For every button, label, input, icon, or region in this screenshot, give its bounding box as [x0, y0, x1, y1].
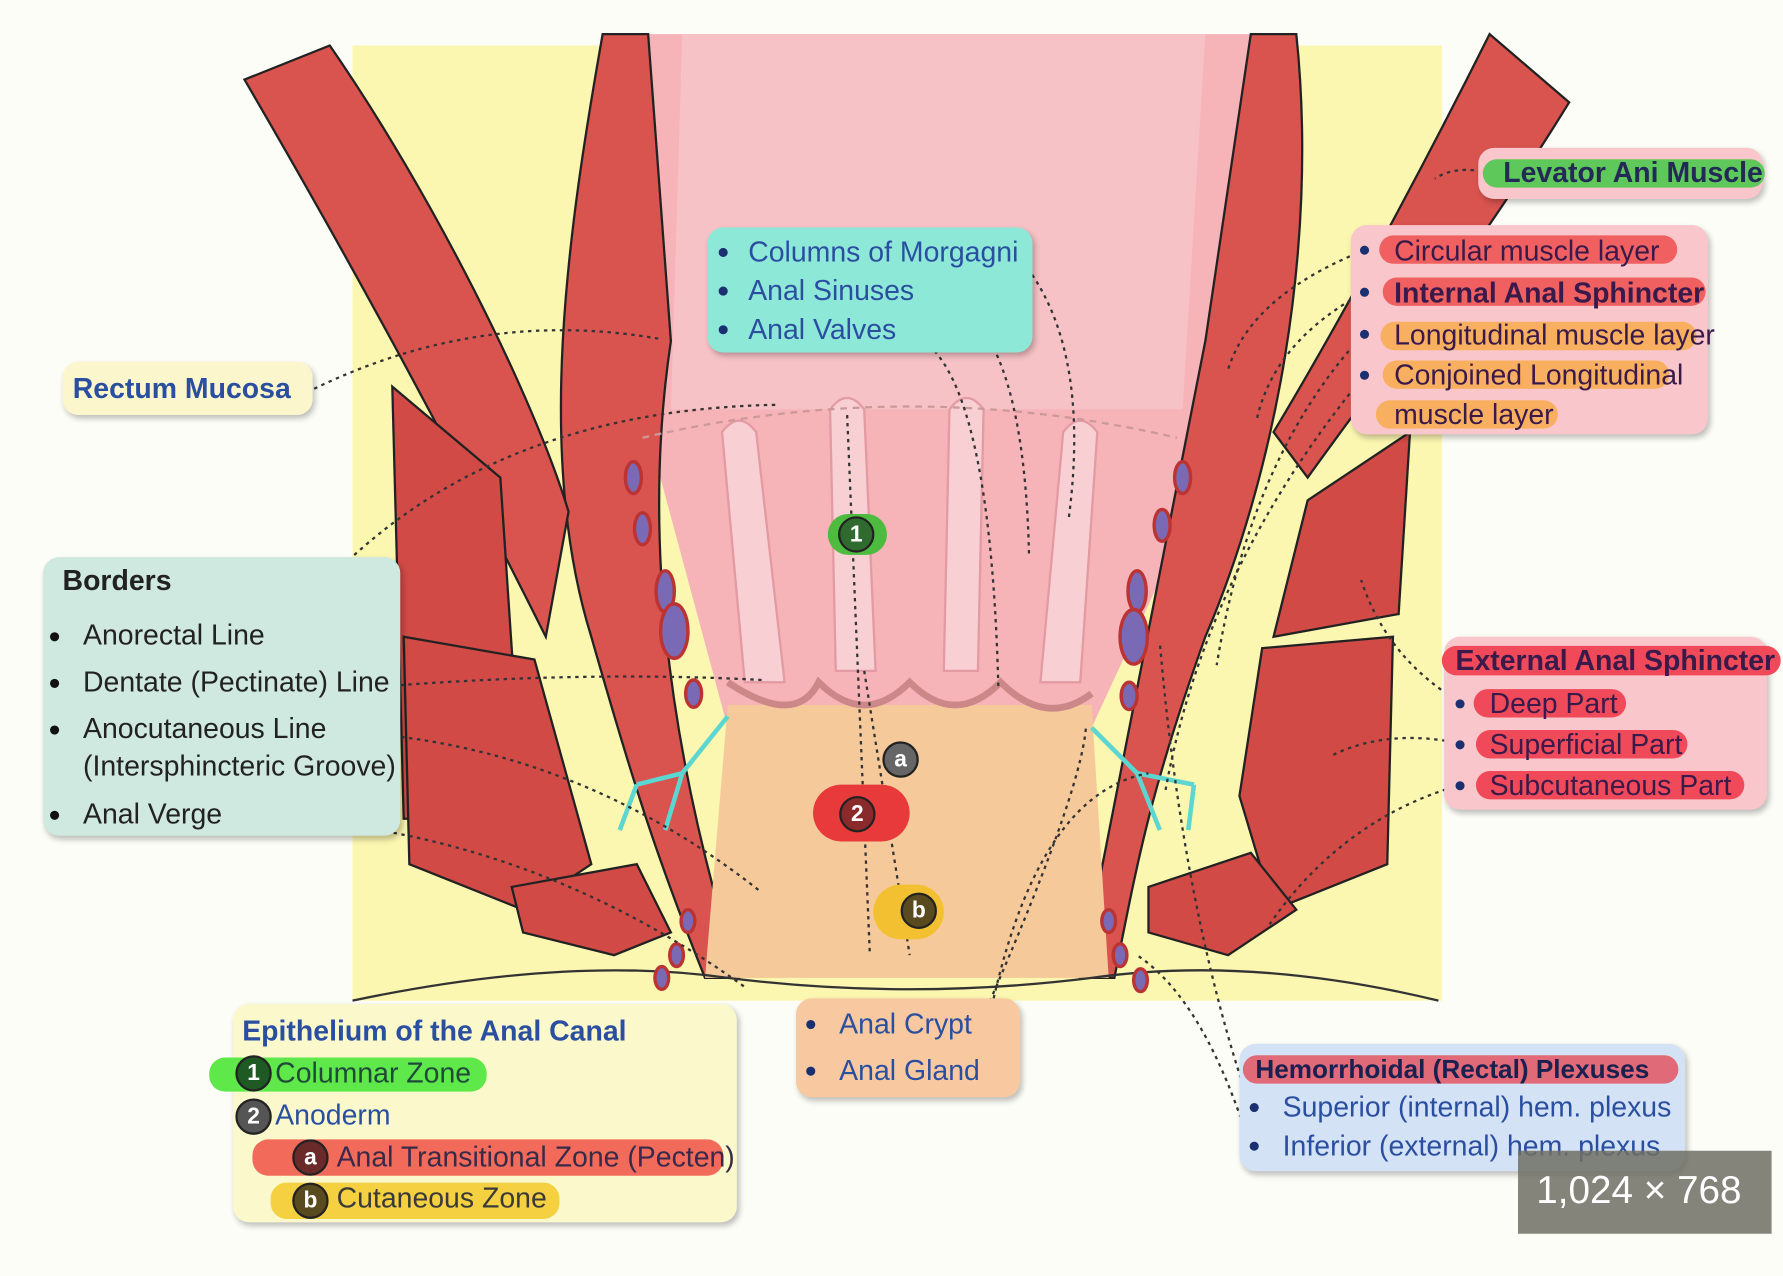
circular-muscle-label: Circular muscle layer [1394, 235, 1660, 268]
epithelium-marker: 2 [235, 1098, 272, 1135]
bullet-icon [806, 1019, 816, 1030]
anocutaneous-line-label: Anocutaneous Line [83, 712, 327, 745]
bullet-icon [50, 725, 60, 735]
superior-plexus-label: Superior (internal) hem. plexus [1282, 1091, 1672, 1124]
bullet-icon [1359, 287, 1370, 297]
highlight-orange [1382, 360, 1670, 389]
dentate-line [725, 676, 1094, 712]
bullet-icon [806, 1066, 816, 1076]
right-external-sphincter-deep [1272, 429, 1412, 639]
superficial-part-label: Superficial Part [1489, 728, 1683, 761]
deep-part-label: Deep Part [1489, 687, 1618, 720]
bullet-icon [50, 678, 60, 688]
anal-columns [720, 396, 1099, 684]
marker-b: b [900, 892, 937, 930]
longitudinal-muscle-label: Longitudinal muscle layer [1394, 319, 1715, 352]
left-external-sphincter-subcutaneous [510, 862, 673, 957]
hemorrhoidal-vessels [623, 459, 1193, 994]
image-size-text: 1,024 × 768 [1536, 1168, 1742, 1213]
highlight-red [252, 1139, 724, 1176]
epithelium-marker: 1 [235, 1055, 272, 1092]
borders-title: Borders [62, 565, 172, 597]
bullet-icon [718, 286, 728, 296]
borders-box [43, 557, 401, 836]
epithelium-marker: a [292, 1139, 329, 1176]
rectum-mucosa-label: Rectum Mucosa [72, 372, 291, 405]
marker-a: a [882, 741, 919, 778]
bullet-icon [718, 325, 728, 335]
bullet-icon [1359, 329, 1370, 339]
highlight-red [1382, 277, 1706, 306]
external-sphincter-title: External Anal Sphincter [1455, 644, 1776, 677]
bullet-icon [1249, 1102, 1259, 1113]
highlight-red [1473, 689, 1627, 718]
bullet-icon [1455, 781, 1465, 791]
bullet-icon [1359, 245, 1370, 255]
highlight-red [1475, 770, 1745, 800]
columnar-zone-label: Columnar Zone [275, 1057, 472, 1090]
highlight-red [1379, 235, 1678, 264]
internal-sphincter-label: Internal Anal Sphincter [1394, 277, 1705, 310]
bullet-icon [50, 632, 60, 642]
skin-line [352, 969, 1439, 1002]
anal-verge-label: Anal Verge [83, 798, 223, 831]
cutaneous-zone-label: Cutaneous Zone [336, 1182, 547, 1215]
anal-crypt-label: Anal Crypt [839, 1008, 972, 1041]
image-size-badge: 1,024 × 768 [1518, 1150, 1772, 1234]
plexus-title: Hemorrhoidal (Rectal) Plexuses [1255, 1054, 1650, 1084]
bullet-icon [1455, 740, 1465, 750]
conjoined-longitudinal-label: Conjoined Longitudinal [1394, 359, 1684, 392]
rectum-mucosa [670, 34, 1206, 410]
conjoined-longitudinal-label-cont: muscle layer [1394, 399, 1554, 431]
right-external-sphincter-subcutaneous [1147, 851, 1298, 957]
anal-gland-label: Anal Gland [839, 1055, 980, 1088]
columns-box [707, 227, 1033, 353]
anorectal-line [642, 405, 1178, 439]
leader-lines [227, 168, 1490, 1149]
bullet-icon [50, 810, 60, 820]
highlight-orange [1380, 321, 1697, 351]
epithelium-marker: b [292, 1182, 329, 1219]
bullet-icon [718, 247, 728, 257]
highlight-red [1475, 730, 1688, 759]
marker-2: 2 [839, 795, 876, 833]
columns-of-morgagni-label: Columns of Morgagni [748, 236, 1019, 269]
anal-valves-label: Anal Valves [748, 313, 897, 346]
highlight-orange [1375, 400, 1558, 429]
transitional-zone-label: Anal Transitional Zone (Pecten) [336, 1141, 735, 1174]
anoderm-label: Anoderm [275, 1099, 391, 1132]
dentate-line-label: Dentate (Pectinate) Line [83, 666, 390, 699]
bullet-icon [1359, 370, 1370, 380]
anoderm-region [705, 705, 1109, 978]
marker-1: 1 [838, 516, 875, 553]
epithelium-title: Epithelium of the Anal Canal [242, 1015, 627, 1048]
crypt-box [795, 998, 1020, 1098]
levator-ani-label: Levator Ani Muscle [1503, 156, 1763, 189]
subcutaneous-part-label: Subcutaneous Part [1489, 769, 1732, 802]
right-external-sphincter-superficial [1238, 635, 1395, 912]
anorectal-line-label: Anorectal Line [83, 619, 265, 652]
highlight-red [1441, 645, 1781, 676]
rectum-mucosa-box [62, 361, 313, 416]
levator-highlight [1482, 159, 1765, 188]
highlight-red [1242, 1055, 1679, 1084]
anal-sinuses-label: Anal Sinuses [748, 275, 915, 308]
bullet-icon [1455, 699, 1465, 709]
intersphincteric-groove-label: (Intersphincteric Groove) [83, 750, 396, 783]
bullet-icon [1249, 1141, 1259, 1151]
